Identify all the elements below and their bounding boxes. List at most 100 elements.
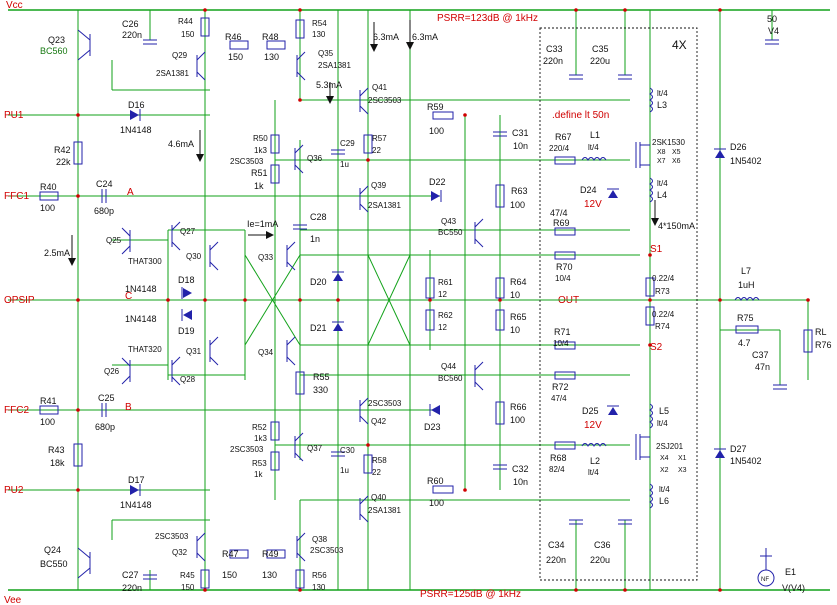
label-r65: R65 <box>510 312 527 322</box>
label-c32: C32 <box>512 464 529 474</box>
label-r53: R53 <box>252 459 267 468</box>
label-d19m: 1N4148 <box>125 314 157 324</box>
inductor-symbols <box>581 87 760 509</box>
current-i3: 5.3mA <box>316 80 342 90</box>
label-d19: D19 <box>178 326 195 336</box>
label-d21: D21 <box>310 323 327 333</box>
component-labels: Q23 BC560 C26 220n R44 150 Q29 2SA1381 R… <box>40 14 832 593</box>
label-c24: C24 <box>96 179 113 189</box>
label-e1: E1 <box>785 567 796 577</box>
output-stage-box <box>539 27 698 581</box>
label-c27: C27 <box>122 570 139 580</box>
label-r65v: 10 <box>510 325 520 335</box>
label-r51v: 1k <box>254 181 264 191</box>
label-q32: Q32 <box>172 548 188 557</box>
label-x5: X5 <box>672 149 681 156</box>
label-d27m: 1N5402 <box>730 456 762 466</box>
label-c31: C31 <box>512 128 529 138</box>
label-c25v: 680p <box>95 422 115 432</box>
label-q23m: BC560 <box>40 46 68 56</box>
label-d24: D24 <box>580 185 597 195</box>
label-r48v: 130 <box>264 52 279 62</box>
label-q36: Q36 <box>307 154 323 163</box>
label-l6v: lt/4 <box>659 485 670 494</box>
label-c34: C34 <box>548 540 565 550</box>
label-r45: R45 <box>180 571 195 580</box>
label-r64v: 10 <box>510 290 520 300</box>
label-d26: D26 <box>730 142 747 152</box>
psrr-top: PSRR=123dB @ 1kHz <box>437 13 538 24</box>
label-q31: Q31 <box>186 347 202 356</box>
output-wires <box>540 10 809 590</box>
label-d23: D23 <box>424 422 441 432</box>
label-d16m: 1N4148 <box>120 125 152 135</box>
label-q36m: 2SC3503 <box>230 157 264 166</box>
label-q29m: 2SA1381 <box>156 69 189 78</box>
label-c28: C28 <box>310 212 327 222</box>
label-v4l: V4 <box>768 26 779 36</box>
label-c34v: 220n <box>546 555 566 565</box>
label-r60v: 100 <box>429 498 444 508</box>
label-r62v: 12 <box>438 323 447 332</box>
label-r46: R46 <box>225 32 242 42</box>
label-r71v: 10/4 <box>553 339 569 348</box>
current-i1: 6.3mA <box>373 32 399 42</box>
label-q41m: 2SC3503 <box>368 96 402 105</box>
label-r68: R68 <box>550 453 567 463</box>
transistor-symbols <box>77 29 650 579</box>
label-r66v: 100 <box>510 415 525 425</box>
label-r57: R57 <box>372 134 387 143</box>
label-c31v: 10n <box>513 141 528 151</box>
label-c27v: 220n <box>122 583 142 593</box>
label-q24: Q24 <box>44 545 61 555</box>
label-q28: Q28 <box>180 375 196 384</box>
label-r68v: 82/4 <box>549 465 565 474</box>
label-r43: R43 <box>48 445 65 455</box>
label-r43v: 18k <box>50 458 65 468</box>
label-q27: Q27 <box>180 227 196 236</box>
label-d22: D22 <box>429 177 446 187</box>
node-c: C <box>125 291 132 302</box>
label-r60: R60 <box>427 476 444 486</box>
rails <box>8 9 830 591</box>
label-e1v: V(V4) <box>782 583 805 593</box>
label-q25m: THAT300 <box>128 257 162 266</box>
current-i7: 4*150mA <box>658 221 695 231</box>
label-x4: X4 <box>660 455 669 462</box>
label-r70v: 10/4 <box>555 274 571 283</box>
port-ffc1: FFC1 <box>4 191 29 202</box>
label-r55: R55 <box>313 372 330 382</box>
label-l2v: lt/4 <box>588 468 599 477</box>
port-pu1: PU1 <box>4 110 24 121</box>
label-r52: R52 <box>252 423 267 432</box>
label-c37: C37 <box>752 350 769 360</box>
label-c29: C29 <box>340 139 355 148</box>
label-c33: C33 <box>546 44 563 54</box>
junction-dots <box>76 8 810 592</box>
label-r55v: 330 <box>313 385 328 395</box>
label-r58v: 22 <box>372 468 381 477</box>
label-d20: D20 <box>310 277 327 287</box>
label-d18: D18 <box>178 275 195 285</box>
label-r56v: 130 <box>312 583 326 592</box>
label-q39m: 2SA1381 <box>368 201 401 210</box>
port-pu2: PU2 <box>4 485 24 496</box>
cross-wires <box>244 254 411 346</box>
label-r59v: 100 <box>429 126 444 136</box>
label-q26m: THAT320 <box>128 345 162 354</box>
label-x3: X3 <box>678 467 687 474</box>
label-l7v: 1uH <box>738 280 755 290</box>
current-i4: 4.6mA <box>168 139 194 149</box>
define-label: .define lt 50n <box>552 110 609 121</box>
driver-wires <box>112 99 640 501</box>
label-r42: R42 <box>54 145 71 155</box>
label-r71: R71 <box>554 327 571 337</box>
label-c35v: 220u <box>590 56 610 66</box>
label-r73v: 0.22/4 <box>652 274 675 283</box>
label-rl: RL <box>815 327 827 337</box>
label-q37m: 2SC3503 <box>230 445 264 454</box>
label-x2: X2 <box>660 467 669 474</box>
label-r74v: 0.22/4 <box>652 310 675 319</box>
label-r46v: 150 <box>228 52 243 62</box>
